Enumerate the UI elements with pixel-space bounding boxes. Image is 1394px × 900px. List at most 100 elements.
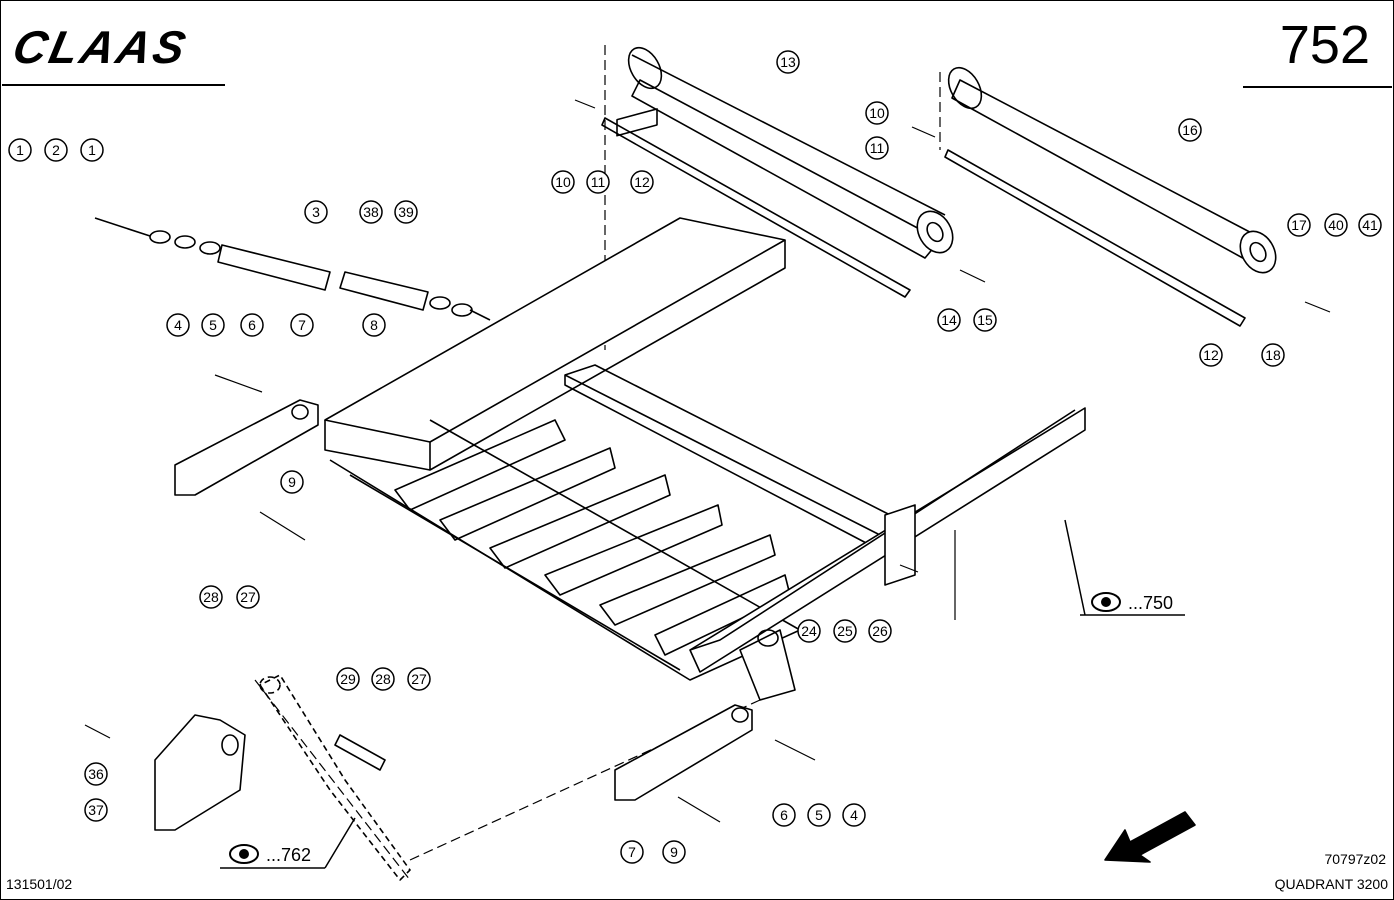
callout-label: 2 [52, 142, 60, 158]
callout-2: 2 [44, 138, 68, 162]
callout-7: 7 [620, 840, 644, 864]
callout-39: 39 [394, 200, 418, 224]
callout-label: 15 [977, 312, 993, 328]
callout-circle [1287, 213, 1311, 237]
callout-12: 12 [1199, 343, 1223, 367]
callout-1: 1 [80, 138, 104, 162]
callout-label: 10 [555, 174, 571, 190]
callout-label: 1 [88, 142, 96, 158]
callout-7: 7 [290, 313, 314, 337]
bracket-24 [739, 629, 796, 701]
callout-label: 29 [340, 671, 356, 687]
roller-16 [947, 66, 1277, 274]
callout-label: 7 [298, 317, 306, 333]
callout-label: 7 [628, 844, 636, 860]
side-plate-7-left [174, 399, 319, 496]
callout-label: 8 [370, 317, 378, 333]
callout-13: 13 [776, 50, 800, 74]
callout-circle [865, 136, 889, 160]
callout-label: 5 [209, 317, 217, 333]
callout-29: 29 [336, 667, 360, 691]
callout-41: 41 [1358, 213, 1382, 237]
header-rules [2, 84, 1392, 88]
callout-label: 4 [850, 807, 858, 823]
callout-label: 12 [634, 174, 650, 190]
callout-11: 11 [586, 170, 610, 194]
callout-36: 36 [84, 762, 108, 786]
callout-circle [371, 667, 395, 691]
callout-circle [551, 170, 575, 194]
callout-circle [868, 619, 892, 643]
callout-label: 12 [1203, 347, 1219, 363]
callout-label: 17 [1291, 217, 1307, 233]
callout-circle [8, 138, 32, 162]
bracket-37 [154, 714, 246, 831]
callout-4: 4 [166, 313, 190, 337]
callout-label: 39 [398, 204, 414, 220]
callout-38: 38 [359, 200, 383, 224]
callout-28: 28 [371, 667, 395, 691]
callout-1: 1 [8, 138, 32, 162]
callout-circle [586, 170, 610, 194]
callout-circle [407, 667, 431, 691]
callout-circle [84, 798, 108, 822]
callout-circle [807, 803, 831, 827]
pin-29 [334, 734, 386, 771]
callout-circle [201, 313, 225, 337]
callout-label: 14 [941, 312, 957, 328]
callout-circle [362, 313, 386, 337]
shaft-12-right [944, 149, 1246, 327]
callout-16: 16 [1178, 118, 1202, 142]
ref-underlines [220, 519, 1185, 869]
callout-circle [280, 470, 304, 494]
callout-circle [797, 619, 821, 643]
callout-label: 9 [670, 844, 678, 860]
roller-13 [627, 46, 954, 259]
callout-circle [1178, 118, 1202, 142]
callout-circle [630, 170, 654, 194]
callout-label: 36 [88, 766, 104, 782]
callout-circle [44, 138, 68, 162]
cross-beam [564, 364, 901, 546]
callout-11: 11 [865, 136, 889, 160]
callout-circle [937, 308, 961, 332]
callout-circle [1199, 343, 1223, 367]
callout-circle [80, 138, 104, 162]
callout-label: 40 [1328, 217, 1344, 233]
callout-label: 24 [801, 623, 817, 639]
callout-9: 9 [662, 840, 686, 864]
callout-label: 11 [870, 140, 885, 156]
callout-circle [1324, 213, 1348, 237]
callout-circle [236, 585, 260, 609]
callout-27: 27 [236, 585, 260, 609]
ref-750-label: ...750 [1128, 593, 1173, 613]
callout-10: 10 [865, 101, 889, 125]
callout-circle [620, 840, 644, 864]
callout-label: 5 [815, 807, 823, 823]
callout-28: 28 [199, 585, 223, 609]
callout-label: 37 [88, 802, 104, 818]
callout-label: 1 [16, 142, 24, 158]
callout-label: 10 [869, 105, 885, 121]
callout-circle [336, 667, 360, 691]
callout-circle [1358, 213, 1382, 237]
callout-label: 27 [411, 671, 427, 687]
callout-37: 37 [84, 798, 108, 822]
callout-circle [166, 313, 190, 337]
callout-27: 27 [407, 667, 431, 691]
callout-12: 12 [630, 170, 654, 194]
document-id: 131501/02 [6, 876, 73, 892]
eye-icon [1091, 592, 1121, 612]
callout-25: 25 [833, 619, 857, 643]
callout-circle [199, 585, 223, 609]
callout-label: 28 [203, 589, 219, 605]
shaft-12-left [601, 117, 911, 298]
callout-5: 5 [201, 313, 225, 337]
callout-18: 18 [1261, 343, 1285, 367]
chain-tube-3 [94, 217, 491, 321]
callout-circle [394, 200, 418, 224]
callout-label: 3 [312, 204, 320, 220]
callout-label: 25 [837, 623, 853, 639]
callout-circle [359, 200, 383, 224]
